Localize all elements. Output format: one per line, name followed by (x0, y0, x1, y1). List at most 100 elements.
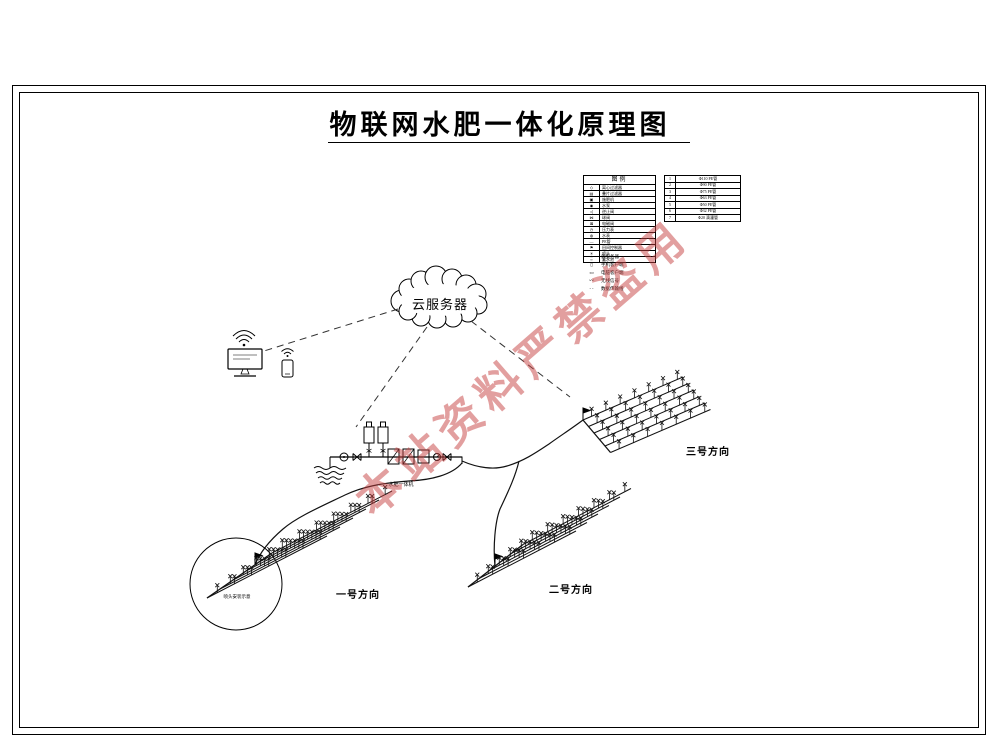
cloud-shape (390, 265, 488, 329)
legend-row: ✳喷头 (584, 251, 655, 257)
legend-row: ◁逆止阀 (584, 209, 655, 215)
field-3-direction-label: 三号方向 (686, 447, 730, 458)
legend-extra-row: ▭ 电脑客户端 (584, 269, 657, 277)
field-2-direction-label: 二号方向 (549, 585, 593, 596)
legend-extra-symbol-icon: ▭ (589, 269, 594, 275)
spec-row-label: Φ63 PE管 (699, 195, 717, 201)
link-cloud-to-computer (263, 308, 399, 352)
legend-symbol-icon: ◍ (584, 233, 600, 238)
filter-icons (387, 448, 415, 465)
legend-label: 逆止阀 (602, 209, 614, 214)
legend-symbol-icon: — (584, 239, 600, 244)
spec-row-label: Φ75 PE管 (699, 189, 717, 194)
legend-extra-label: 无线信号 (601, 277, 619, 283)
legend-symbol-icon: ⚑ (584, 245, 600, 250)
field-grid-2 (467, 481, 632, 588)
legend-label: 水表 (602, 233, 610, 238)
spec-row: 4 Φ63 PE管 (665, 195, 740, 202)
spec-row-number: 1 (665, 176, 676, 182)
spec-row-number: 6 (665, 208, 676, 214)
spec-row-label: Φ110 PE管 (698, 176, 718, 181)
legend-label: 喷头 (602, 251, 610, 256)
legend-label: 压力表 (602, 227, 614, 232)
link-cloud-to-station (355, 326, 428, 428)
detail-note: 喷头安装示意 (223, 594, 251, 599)
legend-extra-label: 电脑客户端 (601, 269, 624, 275)
pipe-to-field-1 (254, 462, 463, 566)
drawing-frame-inner (19, 92, 979, 728)
field-grid-3 (582, 369, 711, 453)
legend-label: PE管 (602, 239, 611, 244)
legend-extra-row: ▯手机客户端 (584, 261, 657, 269)
legend-symbol-icon: ▤ (584, 191, 600, 196)
legend-label: 离心过滤器 (602, 185, 622, 190)
legend-extra-symbol-icon: - - (589, 285, 594, 291)
legend-row: ⚑田间控制器 (584, 245, 655, 251)
wifi-icon-computer (232, 330, 256, 347)
fertigation-station (313, 421, 463, 485)
spec-row-number: 2 (665, 182, 676, 188)
legend-label: 田间控制器 (602, 245, 622, 250)
drawing-frame-outer (12, 85, 986, 735)
pipe-spec-table: 1 Φ110 PE管 2 Φ90 PE管 3 Φ75 PE管 4 Φ63 PE管 5 Φ50 PE… (664, 175, 741, 222)
wireless-link-lines (263, 308, 571, 428)
legend-row: ◉水泵 (584, 203, 655, 209)
legend-label: 球阀 (602, 215, 610, 220)
link-cloud-to-field (470, 320, 571, 398)
spec-row-number: 7 (665, 215, 676, 221)
spec-row-number: 3 (665, 189, 676, 195)
legend-symbol-icon: ◷ (584, 227, 600, 232)
phone-icon (281, 359, 294, 378)
legend-label: 水泵 (602, 203, 610, 208)
legend-extra-row: ◌ 云服务器 (584, 253, 657, 261)
legend-symbol-icon: ◁ (584, 209, 600, 214)
flow-meter-icon (433, 453, 441, 461)
spec-row: 6 Φ32 PE管 (665, 208, 740, 215)
spec-row-label: Φ90 PE管 (699, 182, 717, 188)
legend-row: ⊠电磁阀 (584, 221, 655, 227)
legend-symbol-icon: ⋈ (584, 215, 600, 220)
legend-extra-symbol-icon: ◌ (590, 253, 593, 259)
spec-row: 3 Φ75 PE管 (665, 189, 740, 196)
legend-header: 图例 (584, 176, 655, 185)
legend-row: —PE管 (584, 239, 655, 245)
legend-label: 蓄水池 (602, 257, 614, 262)
legend-extra-label: 手机客户端 (601, 261, 624, 267)
legend-symbol-icon: ≈ (584, 257, 600, 262)
spec-row-number: 5 (665, 202, 676, 208)
fertilizer-tank-icons (363, 421, 389, 457)
legend-row: ▣施肥机 (584, 197, 655, 203)
field-grid-1 (206, 484, 393, 599)
spec-row: 2 Φ90 PE管 (665, 182, 740, 189)
spec-row-number: 4 (665, 195, 676, 201)
legend-label: 叠片过滤器 (602, 191, 622, 196)
field-1-direction-label: 一号方向 (336, 590, 380, 601)
cloud-server-label: 云服务器 (411, 297, 468, 312)
spec-row-label: Φ50 PE管 (699, 202, 717, 207)
legend-row: ⋈球阀 (584, 215, 655, 221)
legend-symbol-icon: ◉ (584, 203, 600, 208)
legend-rows: ◇离心过滤器▤叠片过滤器▣施肥机◉水泵◁逆止阀⋈球阀⊠电磁阀◷压力表◍水表—PE… (584, 185, 655, 262)
legend-extra-symbol-icon: 〰 (589, 277, 594, 283)
legend-extra-row: 〰 无线信号 (584, 277, 657, 285)
pipe-to-field-3 (461, 419, 584, 469)
legend-extra-label: 云服务器 (601, 253, 619, 259)
legend-label: 施肥机 (602, 197, 614, 202)
legend-extra-items: ◌ 云服务器 ▯手机客户端▭ 电脑客户端〰 无线信号 - - 数据传输线 (584, 253, 657, 293)
legend-symbol-icon: ✳ (584, 251, 600, 256)
computer-icon (227, 348, 263, 377)
pump-icon (339, 452, 349, 462)
legend-extra-row: - - 数据传输线 (584, 285, 657, 293)
station-label: 水肥一体机 (388, 483, 414, 488)
legend-row: ◷压力表 (584, 227, 655, 233)
field-valve-flags (254, 407, 592, 566)
legend-extra-label: 数据传输线 (601, 285, 624, 291)
legend-row: ◇离心过滤器 (584, 185, 655, 191)
outlet-valve-icon (442, 453, 452, 461)
legend-symbol-icon: ⊠ (584, 221, 600, 226)
spec-row-label: Φ32 PE管 (699, 208, 717, 214)
legend-row: ◍水表 (584, 233, 655, 239)
wifi-icon-phone (281, 348, 294, 357)
